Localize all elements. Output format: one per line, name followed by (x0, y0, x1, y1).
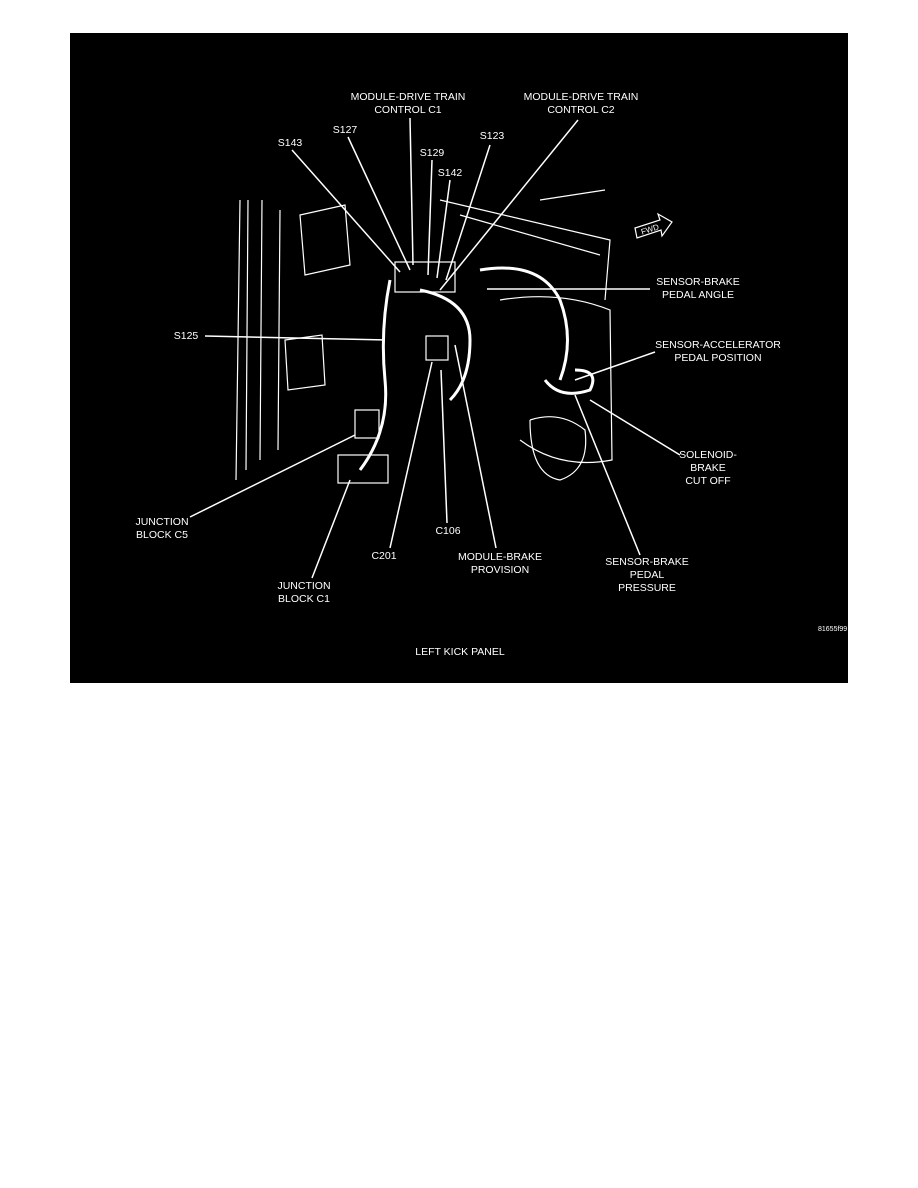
label-c201: C201 (371, 550, 397, 562)
label-s125: S125 (173, 330, 199, 342)
label-s142: S142 (437, 167, 463, 179)
label-c106: C106 (435, 525, 461, 537)
label-s129: S129 (419, 147, 445, 159)
figure-caption: LEFT KICK PANEL (415, 646, 505, 658)
label-s127: S127 (332, 124, 358, 136)
figure-id: 81655f99 (818, 626, 848, 633)
label-s123: S123 (479, 130, 505, 142)
label-s143: S143 (277, 137, 303, 149)
